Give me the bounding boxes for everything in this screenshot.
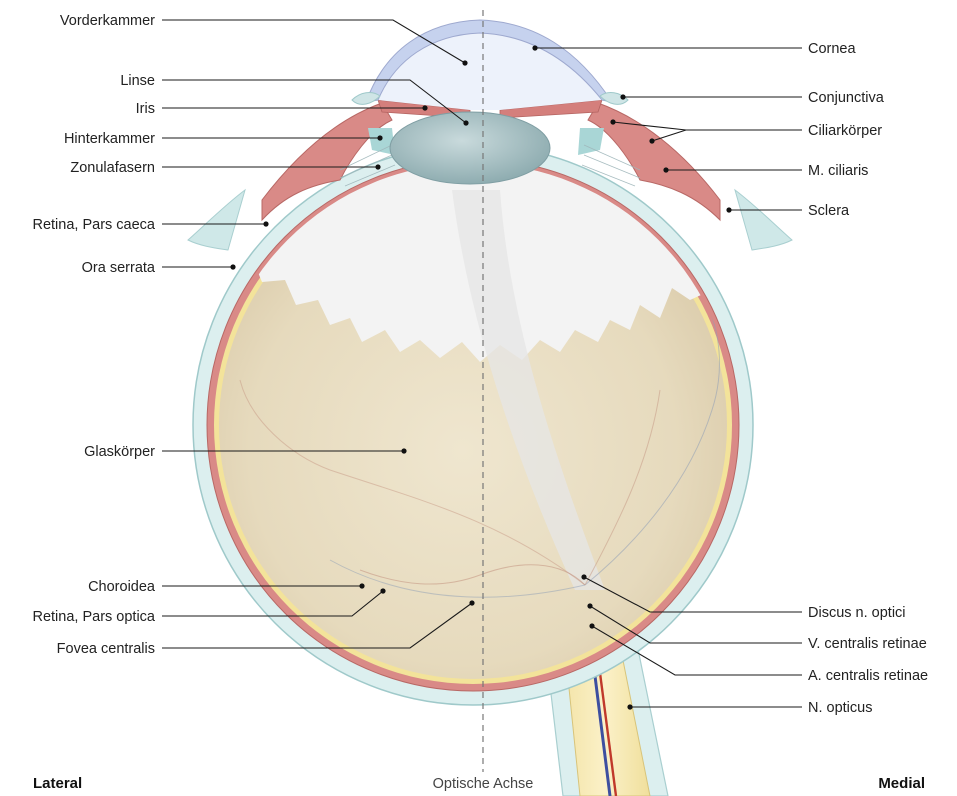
label-sclera: Sclera	[808, 203, 850, 219]
lens	[390, 112, 550, 184]
label-conjunctiva: Conjunctiva	[808, 90, 885, 106]
right-labels: Cornea Conjunctiva Ciliarkörper M. cilia…	[808, 41, 928, 716]
label-optische-achse: Optische Achse	[433, 776, 534, 792]
label-retina-pars-optica: Retina, Pars optica	[32, 609, 155, 625]
label-linse: Linse	[120, 73, 155, 89]
label-v-centralis-retinae: V. centralis retinae	[808, 636, 927, 652]
label-hinterkammer: Hinterkammer	[64, 131, 155, 147]
label-vorderkammer: Vorderkammer	[60, 13, 155, 29]
label-n-opticus: N. opticus	[808, 700, 872, 716]
label-fovea-centralis: Fovea centralis	[57, 641, 155, 657]
label-ciliarkoerper: Ciliarkörper	[808, 123, 882, 139]
label-medial: Medial	[878, 775, 925, 792]
medial-tissue-wing	[735, 190, 792, 250]
label-ora-serrata: Ora serrata	[82, 260, 156, 276]
label-discus-n-optici: Discus n. optici	[808, 605, 906, 621]
label-a-centralis-retinae: A. centralis retinae	[808, 668, 928, 684]
label-zonulafasern: Zonulafasern	[70, 160, 155, 176]
label-choroidea: Choroidea	[88, 579, 156, 595]
label-iris: Iris	[136, 101, 155, 117]
left-labels: Vorderkammer Linse Iris Hinterkammer Zon…	[32, 13, 155, 657]
label-cornea: Cornea	[808, 41, 856, 57]
label-glaskoerper: Glaskörper	[84, 444, 155, 460]
conjunctiva-left	[352, 93, 380, 105]
posterior-chamber-right	[578, 128, 604, 155]
label-lateral: Lateral	[33, 775, 82, 792]
lateral-tissue-wing	[188, 190, 245, 250]
label-retina-pars-caeca: Retina, Pars caeca	[32, 217, 155, 233]
label-m-ciliaris: M. ciliaris	[808, 163, 868, 179]
